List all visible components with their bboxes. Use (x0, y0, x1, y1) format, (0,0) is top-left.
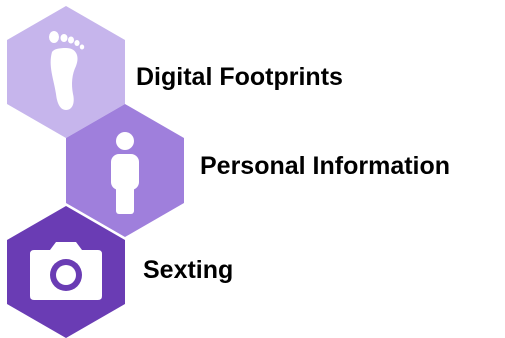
hexagon-sexting (7, 206, 125, 338)
label-digital-footprints: Digital Footprints (136, 63, 343, 91)
label-personal-information: Personal Information (200, 152, 451, 180)
label-sexting: Sexting (143, 256, 234, 284)
hexagon-personal-information (66, 104, 184, 237)
hexagon-digital-footprints (7, 6, 125, 138)
camera-icon (30, 242, 102, 300)
footprint-icon (49, 31, 85, 110)
person-icon (111, 132, 139, 214)
